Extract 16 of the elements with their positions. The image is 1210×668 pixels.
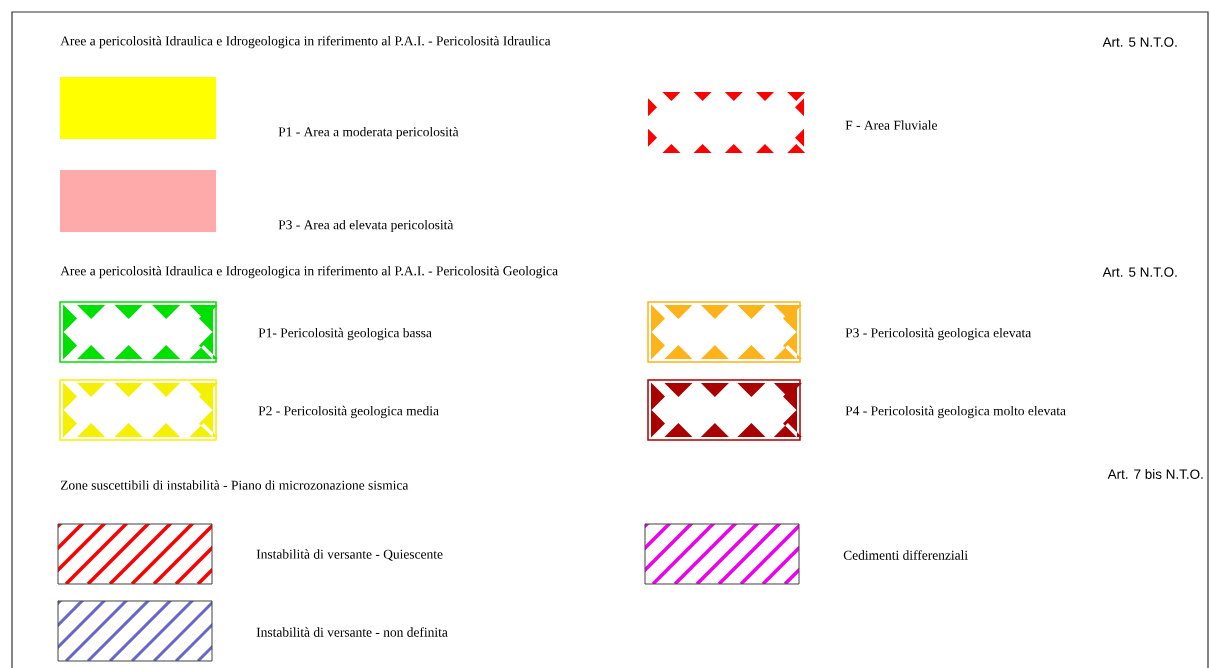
legend-label: F - Area Fluviale — [845, 120, 937, 130]
section-heading: Zone suscettibili di instabilità - Piano di microzonazione sismica — [60, 480, 409, 490]
article-reference: Art. 7 bis N.T.O. — [1107, 469, 1203, 479]
section-heading: Aree a pericolosità Idraulica e Idrogeologica in riferimento al P.A.I. - Pericolosità Geologica — [60, 265, 558, 279]
legend-label: P3 - Area ad elevata pericolosità — [278, 219, 454, 233]
section-heading: Aree a pericolosità Idraulica e Idrogeologica in riferimento al P.A.I. - Pericolosità Idraulica — [60, 35, 551, 49]
article-reference: Art. 5 N.T.O. — [1102, 267, 1177, 277]
legend-label: P1 - Area a moderata pericolosità — [278, 126, 459, 140]
article-reference: Art. 5 N.T.O. — [1102, 37, 1177, 47]
legend-label: P2 - Pericolosità geologica media — [258, 405, 439, 419]
legend-label: P1- Pericolosità geologica bassa — [258, 327, 432, 341]
legend-label: P3 - Pericolosità geologica elevata — [845, 327, 1032, 341]
legend-label: Cedimenti differenziali — [843, 550, 968, 560]
legend-label: P4 - Pericolosità geologica molto elevata — [845, 405, 1066, 419]
legend-label: Instabilità di versante - non definita — [256, 627, 448, 637]
legend-label: Instabilità di versante - Quiescente — [256, 549, 443, 561]
